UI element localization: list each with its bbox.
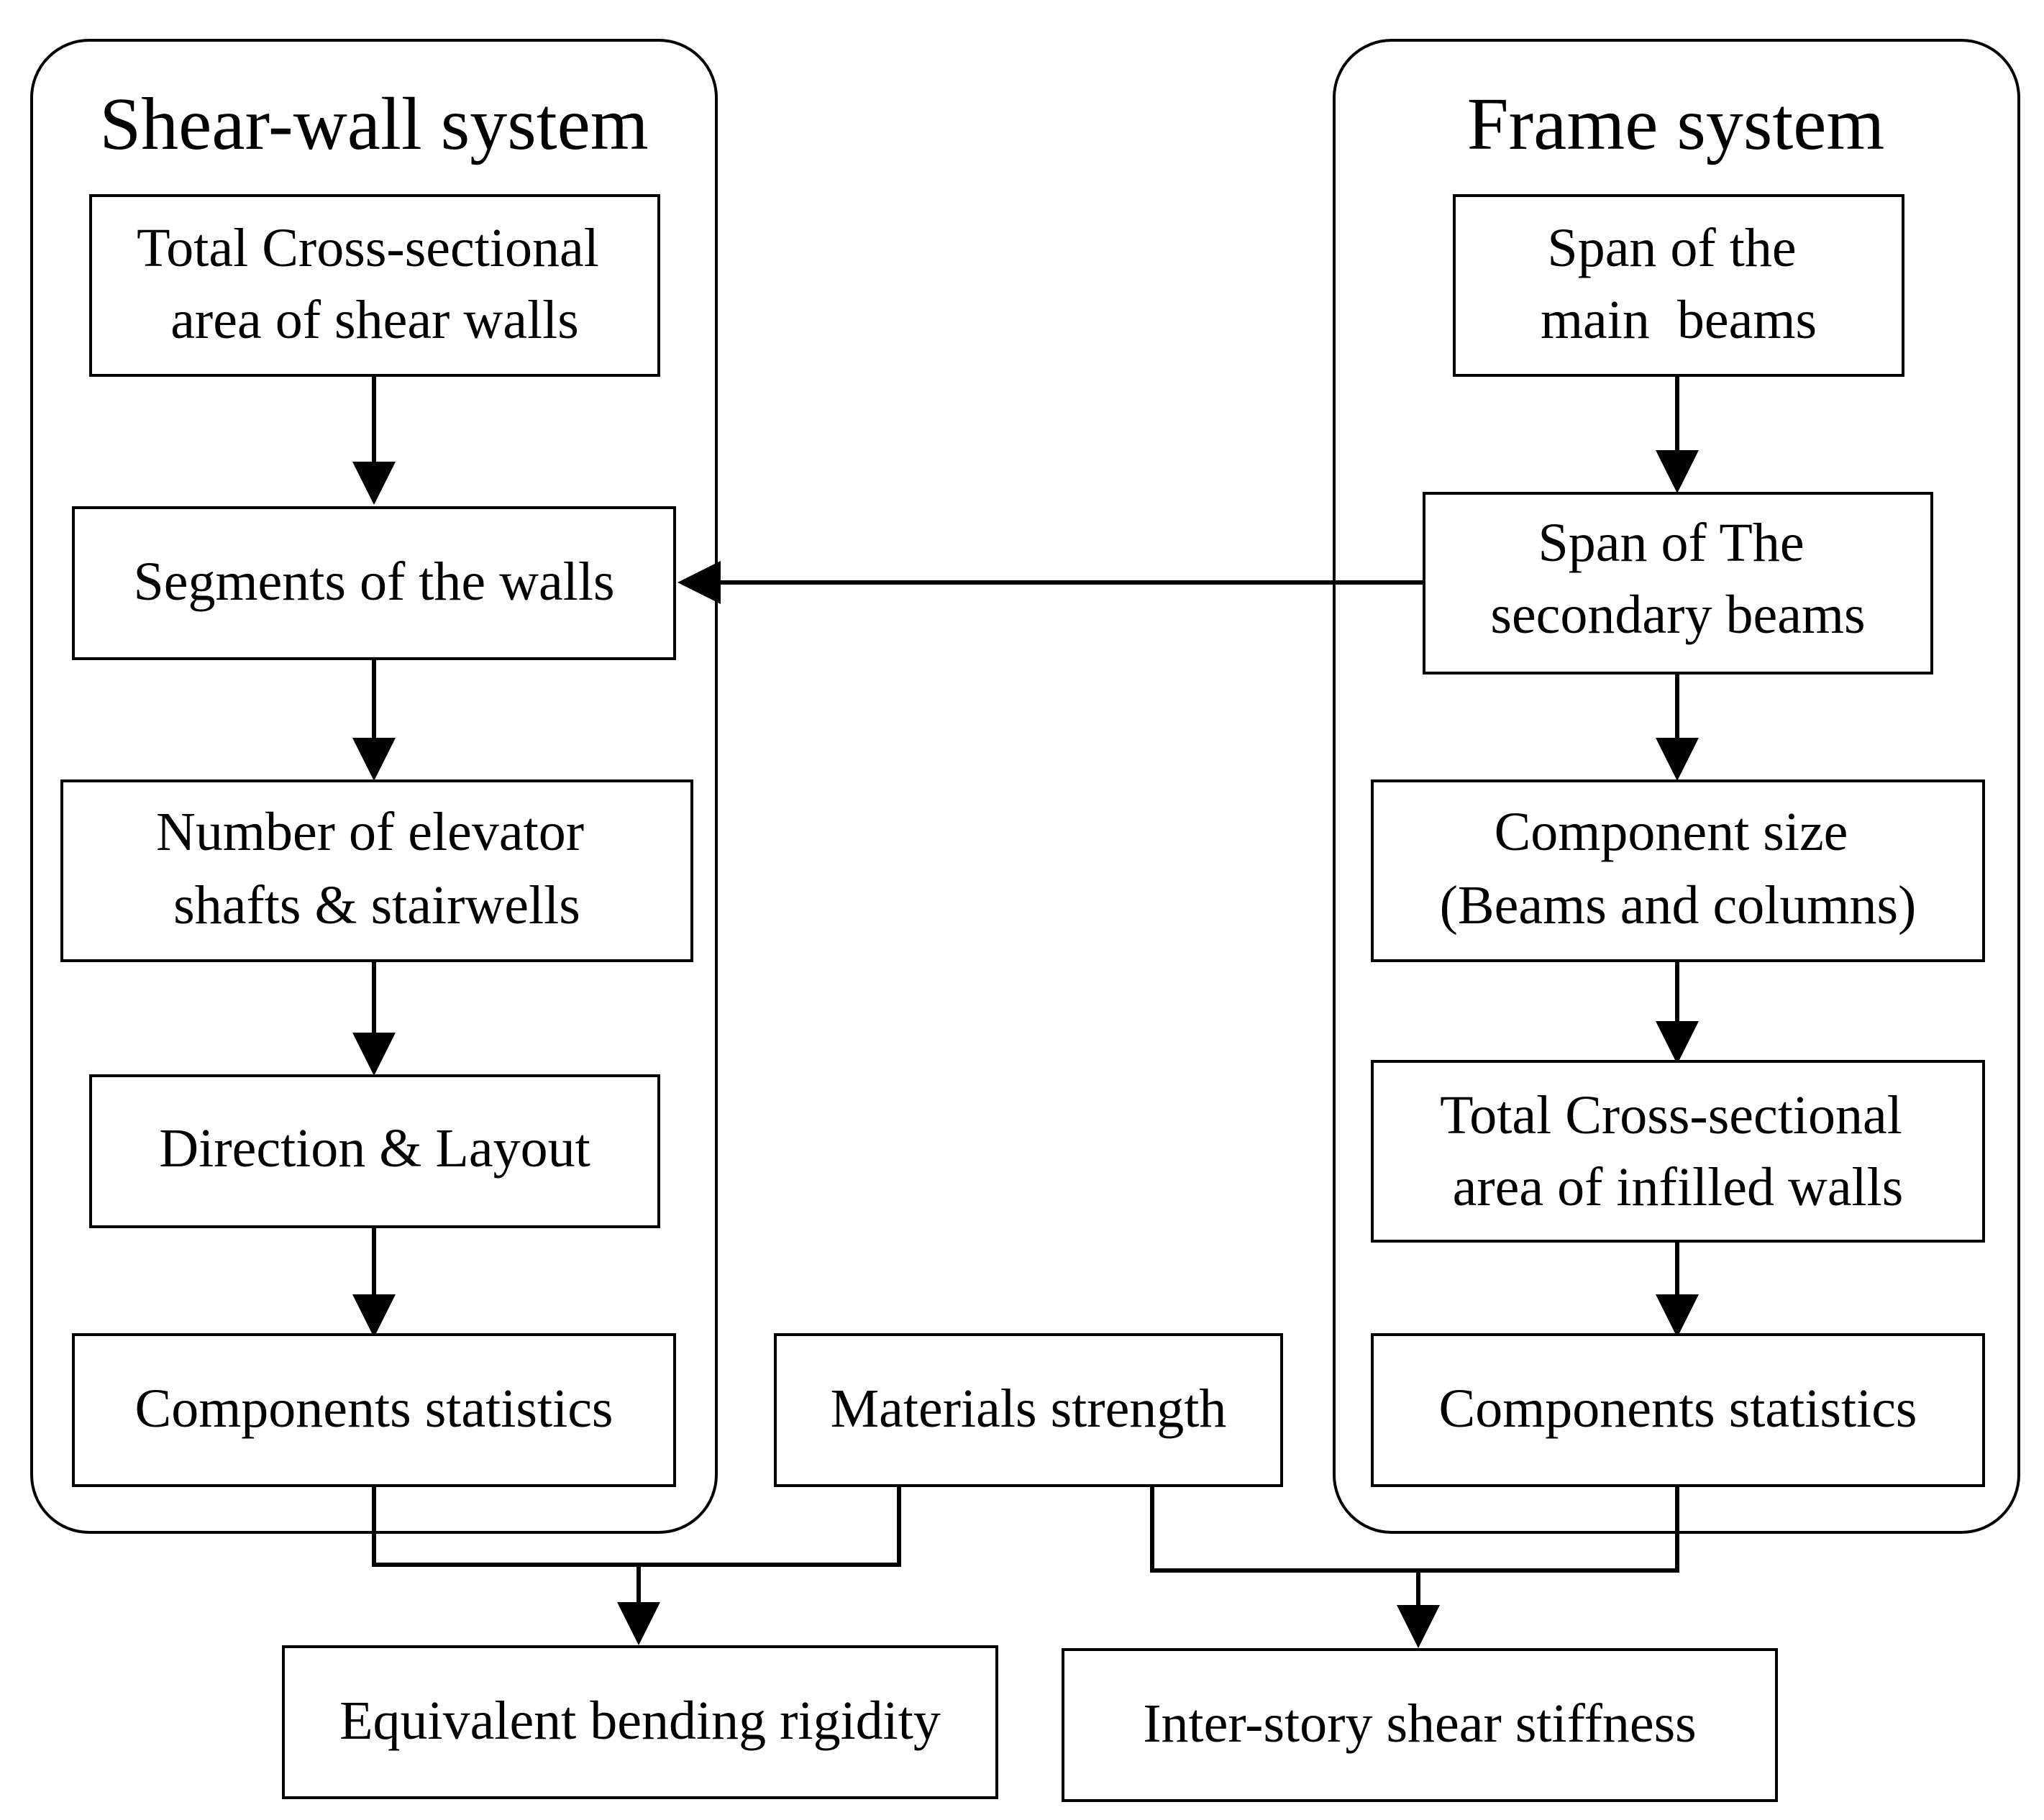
node-fr-main-span-line-2: main beams bbox=[1541, 290, 1817, 350]
node-sw-number-shafts-line-2: shafts & stairwells bbox=[173, 875, 580, 936]
node-sw-direction-label: Direction & Layout bbox=[159, 1118, 590, 1179]
svg-text:Number of elevator shaft: Number of elevator shafts & stairwells bbox=[156, 802, 598, 936]
node-sw-components-label: Components statistics bbox=[135, 1378, 613, 1439]
node-fr-component-size-line-1: Component size bbox=[1495, 802, 1848, 862]
node-fr-infill-area-line-2: area of infilled walls bbox=[1453, 1157, 1904, 1217]
svg-text:Total Cross-sectional ar: Total Cross-sectional area of shear wall… bbox=[137, 218, 613, 350]
node-fr-main-span-line-1: Span of the bbox=[1547, 218, 1796, 278]
svg-text:Total Cross-sectional ar: Total Cross-sectional area of infilled w… bbox=[1440, 1085, 1916, 1217]
node-sw-number-shafts: Number of elevator shafts & stairwells bbox=[60, 779, 693, 962]
node-sw-segments-label: Segments of the walls bbox=[133, 552, 614, 612]
shear-wall-system-title: Shear-wall system bbox=[99, 83, 648, 165]
node-materials: Materials strength bbox=[774, 1333, 1283, 1487]
node-sw-segments: Segments of the walls bbox=[72, 506, 676, 660]
node-out-shear-label: Inter-story shear stiffness bbox=[1143, 1693, 1697, 1754]
svg-text:Span of The secondary be: Span of The secondary beams bbox=[1490, 513, 1865, 645]
node-fr-main-span: Span of the main beams bbox=[1453, 194, 1904, 377]
node-fr-infill-area: Total Cross-sectional area of infilled w… bbox=[1371, 1060, 1985, 1243]
node-fr-secondary-span: Span of The secondary beams bbox=[1423, 492, 1933, 675]
edges bbox=[352, 375, 1699, 1648]
node-fr-components: Components statistics bbox=[1371, 1333, 1985, 1487]
node-out-bending-label: Equivalent bending rigidity bbox=[339, 1691, 941, 1751]
svg-text:Component size (Beams an: Component size (Beams and columns) bbox=[1440, 802, 1917, 936]
node-sw-number-shafts-line-1: Number of elevator bbox=[156, 802, 584, 862]
node-fr-secondary-span-line-1: Span of The bbox=[1538, 513, 1804, 573]
node-out-shear: Inter-story shear stiffness bbox=[1062, 1648, 1778, 1802]
frame-system-title: Frame system bbox=[1467, 83, 1885, 165]
node-sw-components: Components statistics bbox=[72, 1333, 676, 1487]
node-out-bending: Equivalent bending rigidity bbox=[282, 1645, 998, 1799]
node-sw-direction: Direction & Layout bbox=[89, 1074, 660, 1228]
node-sw-total-area: Total Cross-sectional area of shear wall… bbox=[89, 194, 660, 377]
connector-sw-components-to-junction bbox=[372, 1486, 901, 1567]
connector-materials-to-fr-components bbox=[1150, 1486, 1679, 1573]
node-fr-secondary-span-line-2: secondary beams bbox=[1490, 585, 1865, 645]
node-fr-infill-area-line-1: Total Cross-sectional bbox=[1440, 1085, 1902, 1145]
node-fr-component-size: Component size (Beams and columns) bbox=[1371, 779, 1985, 962]
node-fr-component-size-line-2: (Beams and columns) bbox=[1440, 875, 1917, 936]
node-materials-label: Materials strength bbox=[831, 1378, 1227, 1439]
svg-text:Span of the main beams: Span of the main beams bbox=[1541, 218, 1817, 350]
node-fr-components-label: Components statistics bbox=[1439, 1378, 1917, 1439]
node-sw-total-area-line-2: area of shear walls bbox=[170, 290, 579, 350]
node-sw-total-area-line-1: Total Cross-sectional bbox=[137, 218, 599, 278]
